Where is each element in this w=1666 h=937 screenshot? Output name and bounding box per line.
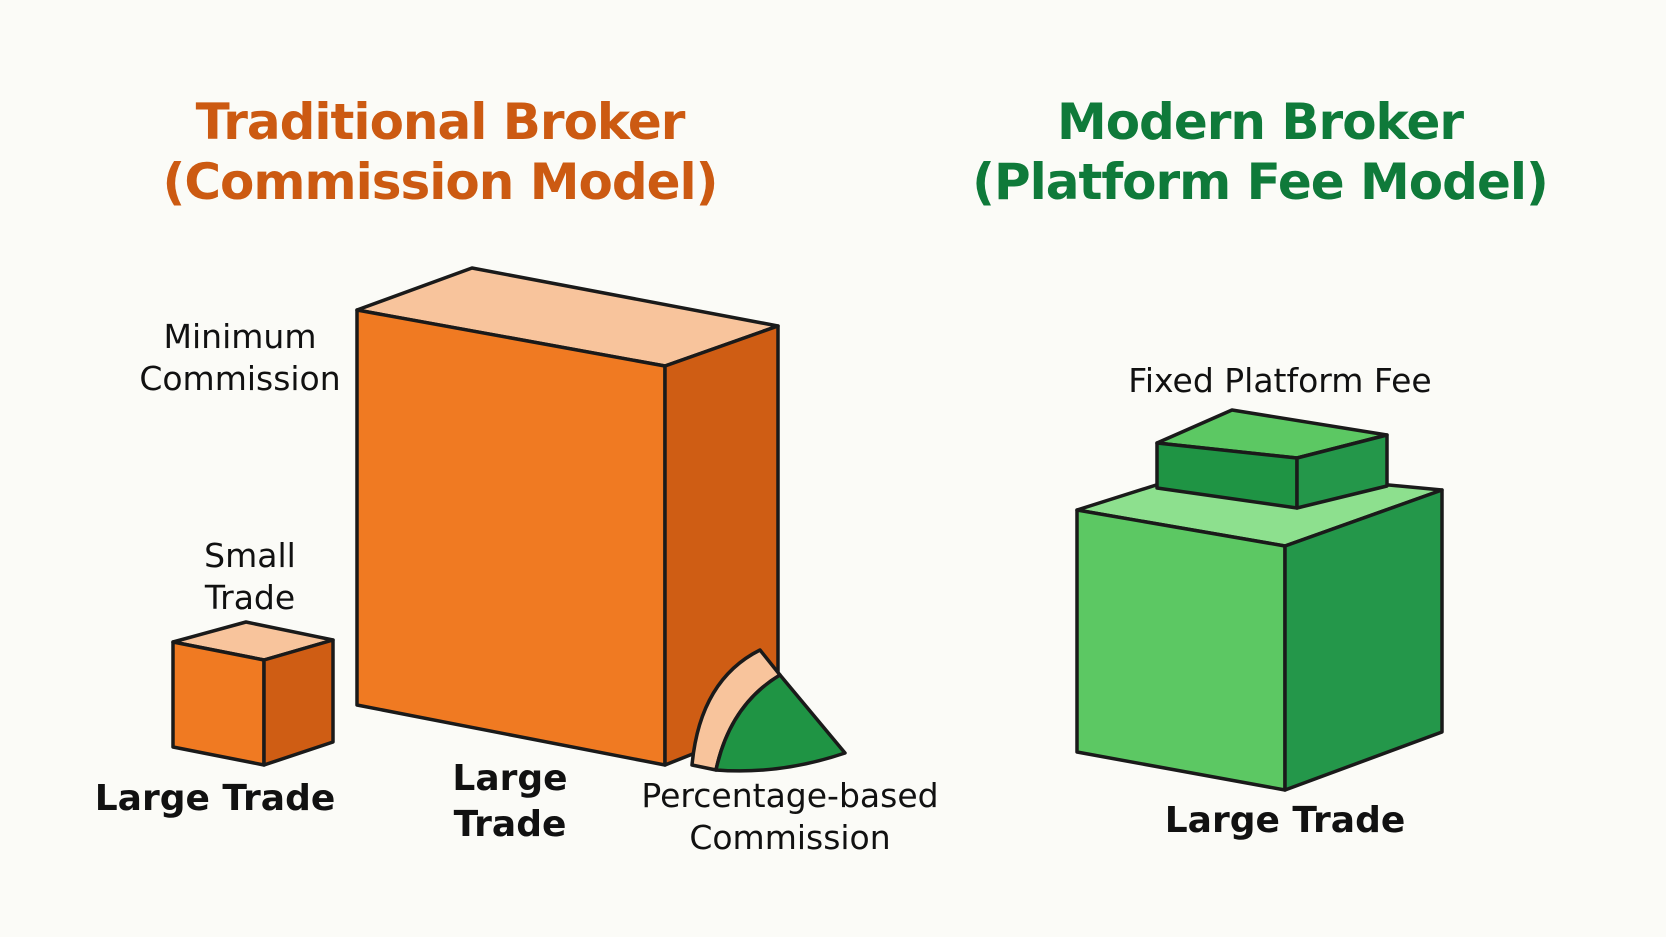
- traditional-title-line1: Traditional Broker: [195, 93, 686, 151]
- small-cube-side-face: [262, 638, 335, 767]
- modern-title-line2: (Platform Fee Model): [972, 153, 1549, 211]
- fixed-platform-fee-label: Fixed Platform Fee: [1128, 361, 1432, 400]
- green-cube-front-face: [1075, 508, 1287, 792]
- large-trade-right-label: Large Trade: [1164, 800, 1406, 841]
- large-trade-left-label: Large Trade: [94, 778, 336, 819]
- small-cube-front-face: [171, 640, 266, 767]
- minimum-commission-line1: Minimum: [163, 317, 317, 356]
- small-trade-line1: Small: [204, 536, 296, 575]
- fixed-platform-fee-slab: [1155, 408, 1389, 510]
- traditional-broker-title: Traditional Broker (Commission Model): [120, 92, 760, 212]
- large-trade-mid-line1: Large: [452, 758, 568, 799]
- small-trade-line2: Trade: [204, 578, 296, 617]
- green-cube-side-face: [1283, 488, 1444, 792]
- small-trade-cube: [171, 620, 335, 767]
- slab-side-face: [1295, 433, 1389, 510]
- modern-large-trade-cube: [1075, 466, 1444, 792]
- modern-broker-title: Modern Broker (Platform Fee Model): [930, 92, 1590, 212]
- large-trade-mid-label: Large Trade: [420, 756, 600, 848]
- wedge-green-slice: [714, 673, 847, 773]
- percentage-line1: Percentage-based: [641, 776, 939, 815]
- percentage-commission-label: Percentage-based Commission: [630, 775, 950, 859]
- large-trade-mid-line2: Trade: [453, 804, 567, 845]
- small-trade-label: Small Trade: [170, 535, 330, 619]
- traditional-title-line2: (Commission Model): [162, 153, 718, 211]
- minimum-commission-line2: Commission: [139, 359, 341, 398]
- percentage-line2: Commission: [689, 818, 891, 857]
- minimum-commission-label: Minimum Commission: [120, 316, 360, 400]
- percentage-commission-wedge: [690, 648, 847, 773]
- big-block-front-face: [355, 308, 667, 767]
- modern-title-line1: Modern Broker: [1056, 93, 1464, 151]
